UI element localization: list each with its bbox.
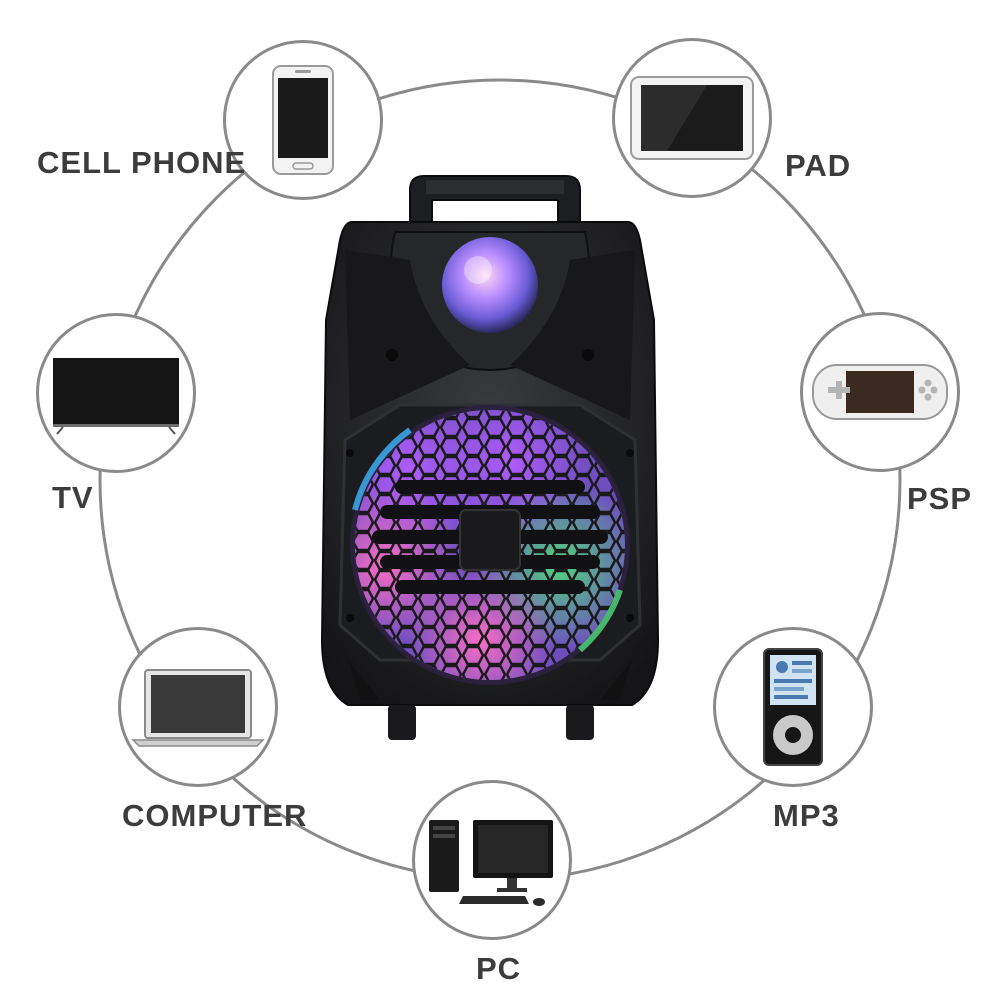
- tablet-icon: [630, 76, 754, 160]
- pc-device: [412, 780, 572, 940]
- mp3-player-icon: [763, 648, 823, 766]
- desktop-pc-icon: [429, 820, 553, 906]
- computer-label: COMPUTER: [122, 798, 308, 833]
- psp-label: PSP: [907, 481, 973, 516]
- tv-label: TV: [52, 480, 94, 515]
- tv-icon: [53, 358, 179, 435]
- mp3-device: [713, 627, 873, 787]
- psp-device: [800, 312, 960, 472]
- laptop-icon: [131, 669, 265, 747]
- mp3-label: MP3: [773, 798, 840, 833]
- tv-device: [36, 313, 196, 473]
- cell-phone-device: [223, 40, 383, 200]
- cell-phone-label: CELL PHONE: [37, 145, 247, 180]
- handheld-console-icon: [812, 364, 948, 420]
- pc-label: PC: [476, 951, 522, 986]
- smartphone-icon: [272, 65, 334, 175]
- pad-label: PAD: [785, 148, 852, 183]
- pad-device: [612, 38, 772, 198]
- computer-device: [118, 627, 278, 787]
